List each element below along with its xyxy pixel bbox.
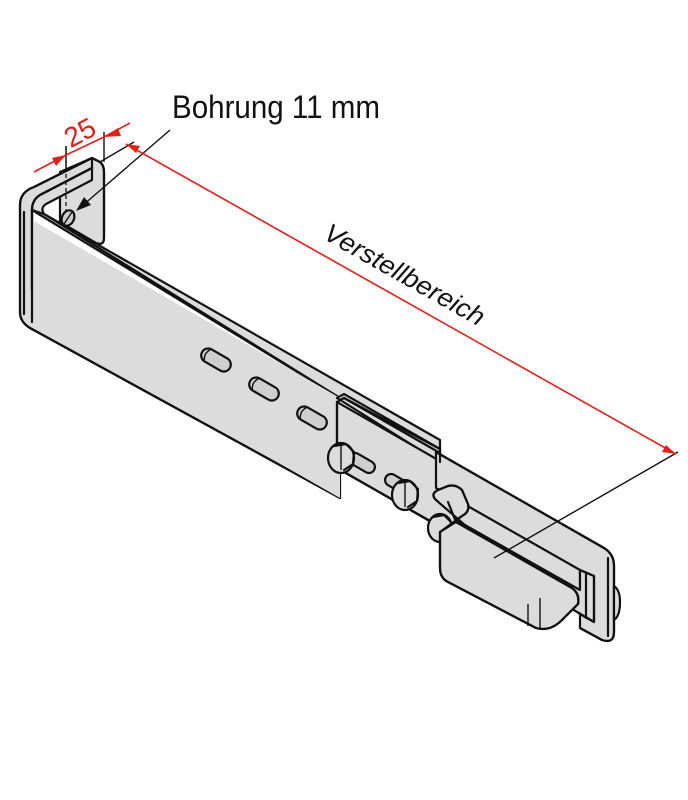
slot-hole [200,347,232,373]
bolts [326,441,454,544]
hole-callout-label: Bohrung 11 mm [172,89,380,125]
right-hook [432,484,596,631]
drill-hole [60,209,76,227]
slot-hole [248,376,280,402]
adjustment-range-label: Verstellbereich [319,217,490,332]
slot-hole [296,405,328,431]
dimension-25-label: 25 [59,112,101,154]
bar-front-face [22,208,340,498]
hex-bolt-icon [390,478,420,512]
hex-bolt-icon [326,441,356,475]
hole-leader: Bohrung 11 mm [76,89,380,211]
